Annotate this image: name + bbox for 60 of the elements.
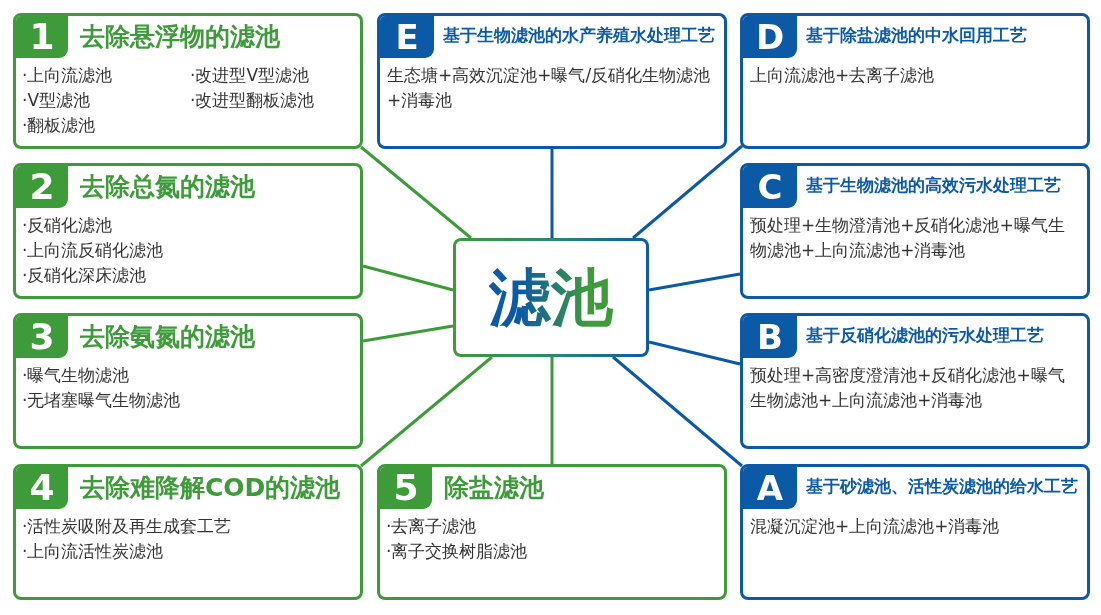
- card-heading: 基于反硝化滤池的污水处理工艺: [806, 325, 1044, 347]
- list-item: ·无堵塞曝气生物滤池: [22, 389, 181, 412]
- category-card: [13, 13, 363, 149]
- card-heading: 基于生物滤池的水产养殖水处理工艺: [443, 25, 715, 47]
- list-item: ·离子交换树脂滤池: [386, 540, 528, 563]
- category-card: [377, 464, 727, 600]
- process-description: 上向流滤池+去离子滤池: [750, 64, 936, 87]
- process-description: 预处理+高密度澄清池+反硝化滤池+曝气生物滤池+上向流滤池+消毒池: [750, 364, 1066, 412]
- list-item: ·上向流活性炭滤池: [22, 540, 165, 563]
- card-heading: 基于除盐滤池的中水回用工艺: [806, 25, 1027, 47]
- connector-line: [550, 357, 554, 464]
- number-badge: E: [380, 16, 434, 58]
- connector-line: [362, 324, 454, 343]
- process-description: 生态塘+高效沉淀池+曝气/反硝化生物滤池+消毒池: [387, 64, 712, 112]
- number-badge: B: [743, 316, 797, 358]
- number-badge: C: [743, 166, 797, 208]
- connector-line: [612, 355, 743, 468]
- list-item: ·活性炭吸附及再生成套工艺: [22, 515, 232, 538]
- list-item: ·上向流滤池: [22, 64, 114, 87]
- category-card: [13, 313, 363, 449]
- card-heading: 去除难降解COD的滤池: [80, 472, 341, 504]
- card-heading: 基于砂滤池、活性炭滤池的给水工艺: [806, 476, 1078, 498]
- connector-line: [648, 272, 741, 292]
- list-item: ·V型滤池: [22, 89, 92, 112]
- list-item: ·曝气生物滤池: [22, 364, 131, 387]
- list-item: ·改进型翻板滤池: [190, 89, 315, 112]
- connector-line: [648, 340, 741, 366]
- process-description: 预处理+生物澄清池+反硝化滤池+曝气生物滤池+上向流滤池+消毒池: [750, 214, 1066, 262]
- list-item: ·翻板滤池: [22, 114, 97, 137]
- list-item: ·改进型V型滤池: [190, 64, 311, 87]
- number-badge: 5: [380, 467, 432, 509]
- process-card: [740, 464, 1090, 600]
- process-card: [740, 313, 1090, 449]
- card-heading: 除盐滤池: [444, 472, 544, 504]
- number-badge: A: [743, 467, 797, 509]
- card-heading: 去除总氮的滤池: [80, 171, 255, 203]
- process-description: 混凝沉淀池+上向流滤池+消毒池: [750, 515, 1001, 538]
- list-item: ·上向流反硝化滤池: [22, 239, 164, 262]
- connector-line: [632, 144, 743, 240]
- process-card: [377, 13, 727, 149]
- card-heading: 去除悬浮物的滤池: [80, 21, 280, 53]
- connector-line: [360, 355, 493, 468]
- process-card: [740, 163, 1090, 299]
- connector-line: [360, 145, 472, 240]
- card-heading: 基于生物滤池的高效污水处理工艺: [806, 175, 1061, 197]
- process-card: [740, 13, 1090, 149]
- connector-line: [362, 264, 454, 292]
- connector-line: [550, 149, 554, 238]
- list-item: ·去离子滤池: [386, 515, 478, 538]
- hub-box: [453, 238, 649, 357]
- number-badge: D: [743, 16, 797, 58]
- number-badge: 2: [16, 166, 68, 208]
- number-badge: 1: [16, 16, 68, 58]
- list-item: ·反硝化滤池: [22, 214, 114, 237]
- card-heading: 去除氨氮的滤池: [80, 321, 255, 353]
- number-badge: 3: [16, 316, 68, 358]
- category-card: [13, 464, 363, 600]
- category-card: [13, 163, 363, 299]
- number-badge: 4: [16, 467, 68, 509]
- list-item: ·反硝化深床滤池: [22, 264, 148, 287]
